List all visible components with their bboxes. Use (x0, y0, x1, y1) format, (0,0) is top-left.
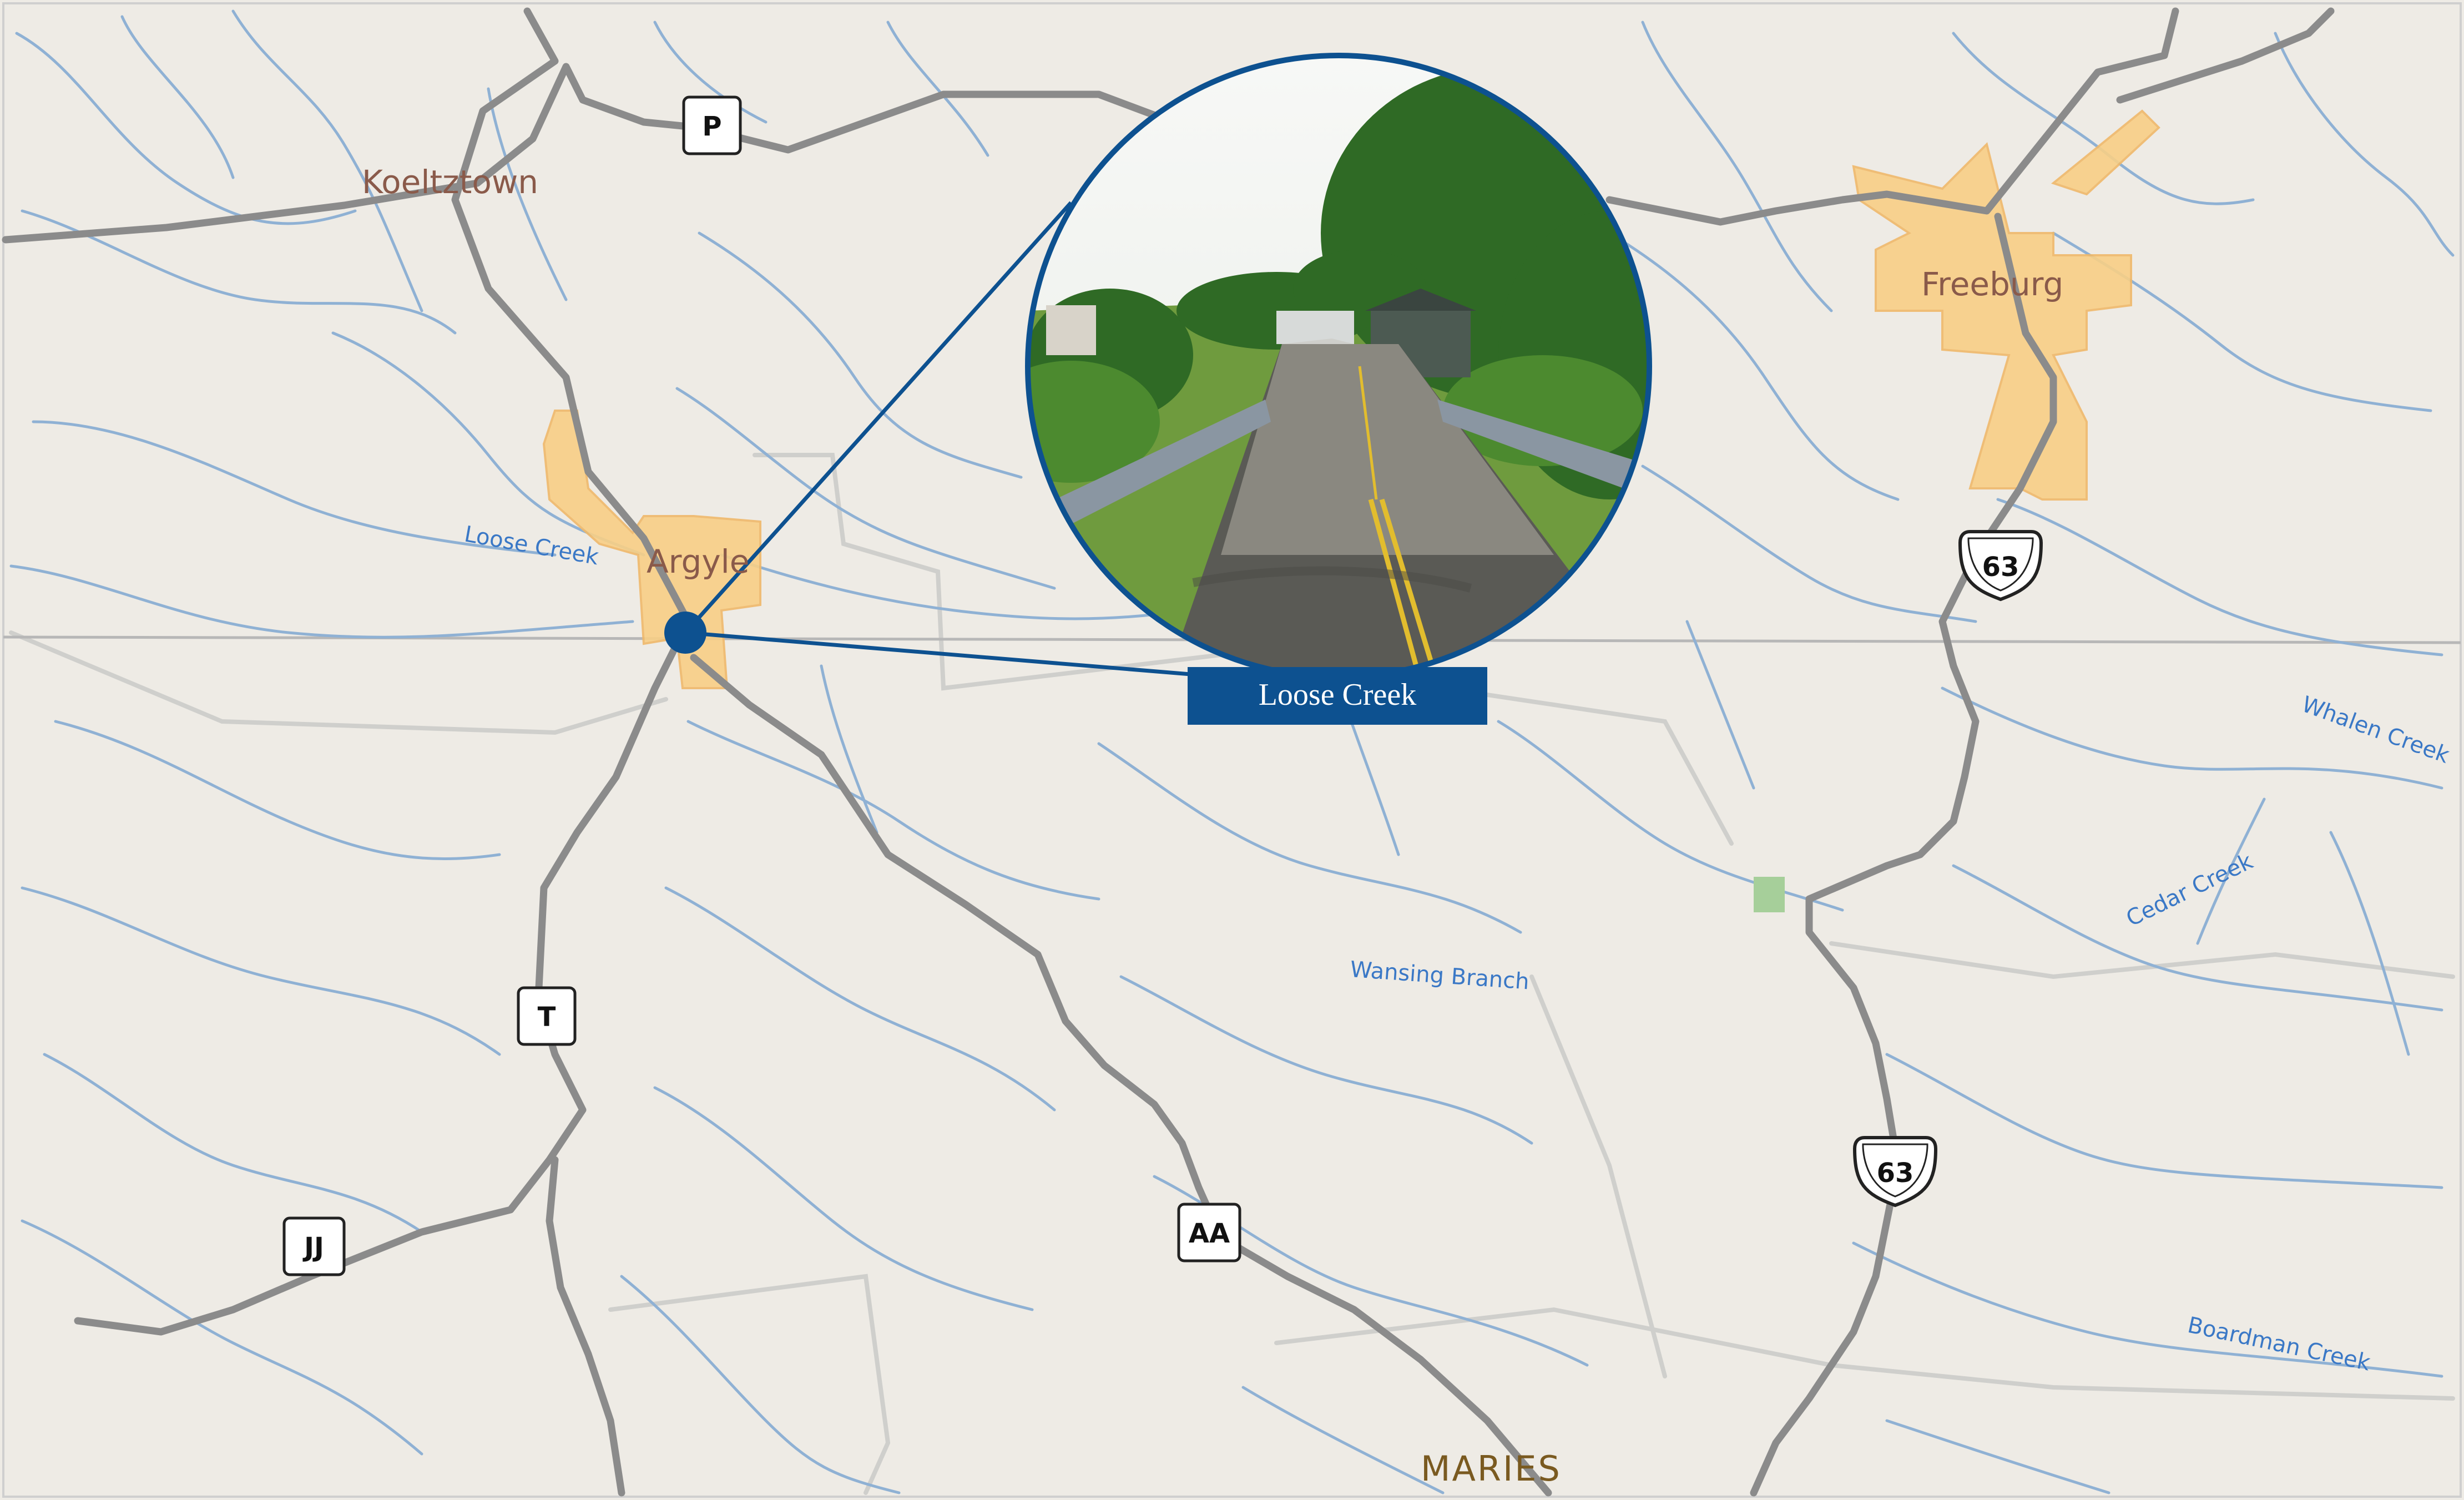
town-label-argyle: Argyle (647, 543, 749, 580)
us-route-shield-south: 63 (1852, 1136, 1938, 1208)
major-roads (2, 7, 2335, 1497)
freeburg-northeast-strip (2051, 109, 2160, 196)
us-route-shield-south-label: 63 (1877, 1158, 1914, 1189)
us-route-shield-north-label: 63 (1982, 552, 2019, 583)
county-label: MARIES (1421, 1448, 1562, 1489)
road-shield-t-label: T (538, 1002, 556, 1033)
road-shield-p: P (682, 95, 742, 155)
loose-creek-location-marker[interactable] (664, 612, 706, 654)
road-shield-jj-label: JJ (302, 1232, 324, 1263)
town-label-koeltztown: Koeltztown (362, 163, 538, 201)
freeburg-town-area (1852, 142, 2132, 501)
road-shield-jj: JJ (282, 1216, 346, 1276)
callout-label-box (1188, 667, 1487, 725)
callout-photo (1025, 53, 1652, 680)
town-label-freeburg: Freeburg (1921, 265, 2063, 303)
road-shield-p-label: P (702, 111, 721, 142)
road-shield-aa-label: AA (1189, 1218, 1230, 1249)
callout-label: Loose Creek (1259, 678, 1417, 712)
road-shield-t: T (517, 986, 577, 1046)
road-shield-aa: AA (1177, 1203, 1241, 1262)
us-route-shield-north: 63 (1958, 530, 2043, 602)
park-patch (1754, 877, 1785, 912)
callout-leaders (684, 201, 1191, 676)
